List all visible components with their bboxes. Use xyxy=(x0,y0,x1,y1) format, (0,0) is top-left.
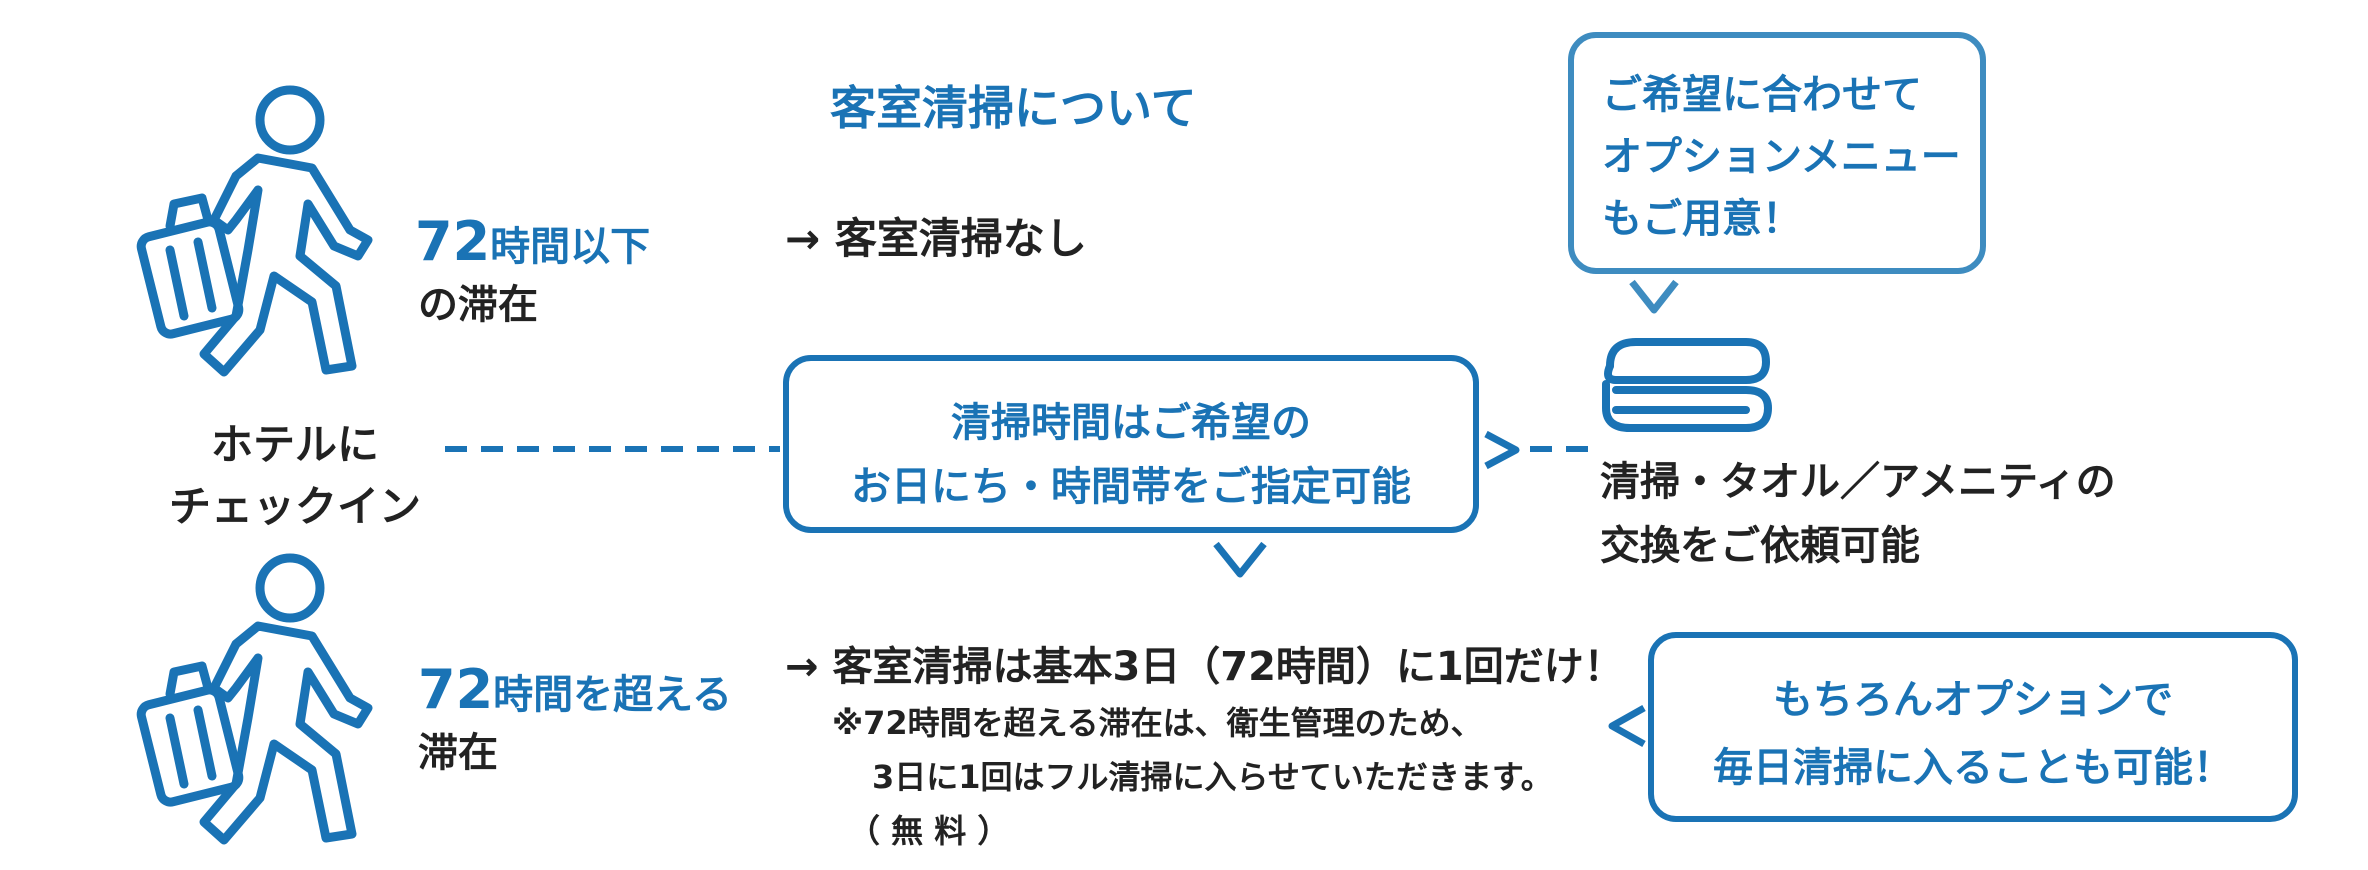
scheduling-bubble: 清掃時間はご希望の お日にち・時間帯をご指定可能 xyxy=(783,355,1479,533)
daily-cleaning-line2: 毎日清掃に入ることも可能！ xyxy=(1713,745,2233,791)
walking-traveler-icon xyxy=(136,85,373,377)
chevron-left-icon xyxy=(1608,704,1646,748)
short-stay-hours: 72時間以下 xyxy=(415,210,650,273)
daily-cleaning-bubble: もちろんオプションで 毎日清掃に入ることも可能！ xyxy=(1648,632,2298,822)
scheduling-line1: 清掃時間はご希望の xyxy=(951,400,1311,446)
long-stay-suffix: 滞在 xyxy=(418,730,498,776)
walking-traveler-icon xyxy=(136,553,373,845)
hours-number: 72 xyxy=(418,658,494,721)
towel-stack-icon xyxy=(1602,338,1772,432)
hours-text: 時間以下 xyxy=(490,224,651,270)
checkin-label: ホテルに チェックイン xyxy=(160,414,430,538)
chevron-down-icon xyxy=(1629,279,1679,314)
short-stay-result: → 客室清掃なし xyxy=(785,214,1087,263)
options-line3: もご用意！ xyxy=(1602,196,1802,242)
daily-cleaning-line1: もちろんオプションで xyxy=(1773,677,2173,723)
checkin-line1: ホテルに xyxy=(210,420,379,469)
long-stay-result: → 客室清掃は基本3日（72時間）に1回だけ！ xyxy=(785,644,1624,690)
options-line1: ご希望に合わせて xyxy=(1602,72,1922,118)
towel-caption-line1: 清掃・タオル／アメニティの xyxy=(1600,459,2116,505)
chevron-right-icon xyxy=(1484,430,1520,470)
hours-text: 時間を超える xyxy=(493,672,732,718)
checkin-line2: チェックイン xyxy=(168,482,421,531)
chevron-down-icon xyxy=(1213,541,1267,578)
short-stay-suffix: の滞在 xyxy=(418,282,538,328)
towel-caption: 清掃・タオル／アメニティの 交換をご依頼可能 xyxy=(1600,450,2116,578)
scheduling-line2: お日にち・時間帯をご指定可能 xyxy=(851,464,1411,510)
options-bubble: ご希望に合わせて オプションメニュー もご用意！ xyxy=(1568,32,1986,274)
long-stay-note-line1: ※72時間を超える滞在は、衛生管理のため、 xyxy=(832,704,1483,742)
long-stay-hours: 72時間を超える xyxy=(418,658,732,721)
hours-number: 72 xyxy=(415,210,491,273)
page-title: 客室清掃について xyxy=(830,81,1197,135)
towel-caption-line2: 交換をご依頼可能 xyxy=(1600,523,1920,569)
long-stay-note-line2: 3日に1回はフル清掃に入らせていただきます。 xyxy=(872,758,1553,796)
long-stay-note-line3: （ 無 料 ） xyxy=(848,812,1010,850)
options-line2: オプションメニュー xyxy=(1602,134,1961,180)
